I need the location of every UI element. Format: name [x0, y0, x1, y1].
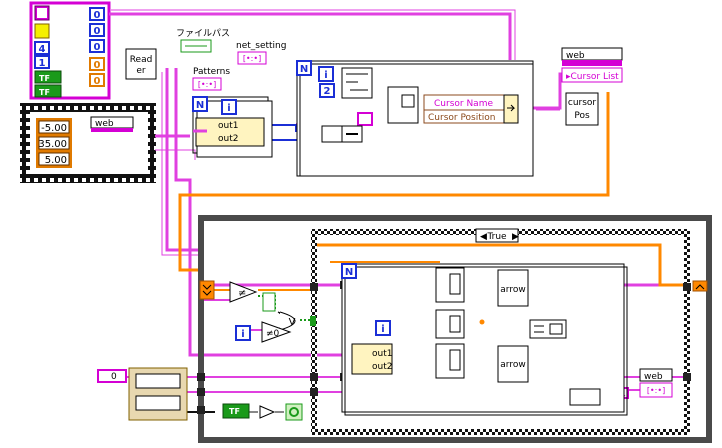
loop-N-lower: N	[345, 267, 353, 278]
neq-zero-node[interactable]: ≠0	[261, 321, 292, 343]
array-right-val-4: 0	[94, 76, 101, 87]
tf-constant[interactable]: TF	[222, 403, 250, 419]
array-right-val-3: 0	[94, 60, 101, 71]
const-2: 2	[324, 86, 331, 97]
arrow-top-label: arrow	[500, 285, 525, 295]
file-path-label: ファイルパス	[176, 28, 230, 39]
cursor-list-label: ▸Cursor List	[566, 72, 619, 82]
index-constant[interactable]: 0	[97, 369, 127, 383]
web-cursor-list-indicator[interactable]: web ▸Cursor List	[561, 47, 623, 83]
loop-i-case: i	[241, 329, 244, 340]
out2-label: out2	[218, 134, 238, 144]
range-web-label: web	[95, 119, 114, 129]
array-right-val-2: 0	[94, 42, 101, 53]
or-label: V	[289, 317, 296, 328]
svg-text:[•:•]: [•:•]	[198, 80, 216, 89]
loop-i-big: i	[324, 70, 327, 81]
file-path-constant[interactable]: ファイルパス	[176, 28, 230, 53]
neq-zero-label: ≠0	[266, 329, 280, 339]
svg-text:[•:•]: [•:•]	[647, 386, 665, 395]
cursor-name-label: Cursor Name	[434, 99, 493, 109]
web-top-label: web	[566, 51, 585, 61]
cursor-pos-node[interactable]: cursor Pos	[565, 92, 599, 126]
range-val-2: 5.00	[45, 155, 67, 166]
tf-const-label: TF	[229, 407, 240, 416]
bool-label-1: TF	[39, 88, 50, 97]
cursor-pos-line2: Pos	[574, 111, 590, 121]
cursor-pos-line1: cursor	[568, 98, 597, 108]
for-loop-upper-small[interactable]: N i out1 out2	[192, 96, 273, 158]
svg-text:▶: ▶	[512, 232, 519, 242]
array-left-val-1: 1	[39, 58, 46, 69]
not-node[interactable]	[259, 405, 276, 419]
cursor-position-label: Cursor Position	[428, 113, 496, 123]
not-equal-node[interactable]: ≠	[229, 281, 258, 303]
array-right-val-1: 0	[94, 26, 101, 37]
patterns-label: Patterns	[193, 67, 230, 77]
array-right-val-0: 0	[94, 10, 101, 21]
svg-text:≠: ≠	[238, 288, 246, 299]
patterns-node[interactable]: Patterns [•:•]	[192, 67, 230, 91]
loop-N-big: N	[300, 64, 308, 75]
bool-label-0: TF	[39, 74, 50, 83]
for-loop-upper-big[interactable]: N i 2 Cursor Name Cursor Position	[296, 60, 534, 177]
reader-node[interactable]: Read er	[125, 48, 157, 80]
or-node[interactable]: V	[277, 311, 296, 331]
svg-text:◀: ◀	[480, 232, 487, 242]
range-cluster-control[interactable]: -5.00 35.00 5.00 web	[20, 103, 156, 183]
web-bottom-label: web	[644, 372, 663, 382]
out2-b-label: out2	[372, 362, 392, 372]
i-terminal-case: i	[235, 325, 251, 341]
for-loop-lower[interactable]: N i out1 out2 arrow arrow	[341, 263, 628, 416]
range-val-1: 35.00	[38, 139, 67, 150]
index-const-val: 0	[111, 372, 117, 382]
web-bottom-indicator[interactable]: web [•:•]	[639, 368, 673, 398]
net-setting-node[interactable]: net_setting [•:•]	[236, 41, 286, 65]
loop-i-lower: i	[381, 324, 384, 335]
reader-label: Read	[130, 55, 153, 65]
range-val-0: -5.00	[41, 123, 67, 134]
green-bool-array-node	[262, 292, 276, 312]
array-cluster-control[interactable]: 4 1 TF TF 0 0 0 0 0	[29, 1, 111, 100]
out1-label: out1	[218, 121, 238, 131]
svg-text:er: er	[136, 66, 146, 76]
svg-text:[•:•]: [•:•]	[243, 54, 261, 63]
loop-N-upper: N	[196, 100, 204, 111]
net-setting-label: net_setting	[236, 41, 286, 51]
arrow-bottom-label: arrow	[500, 360, 525, 370]
loop-i-upper: i	[227, 103, 230, 114]
cluster-constant[interactable]	[128, 367, 188, 421]
array-left-val-0: 4	[39, 44, 46, 55]
case-structure-outer[interactable]	[198, 215, 712, 443]
case-selector-label: True	[486, 232, 507, 242]
stop-condition-icon[interactable]	[285, 403, 303, 421]
case-structure-true[interactable]: ◀ True ▶	[311, 228, 690, 435]
out1-b-label: out1	[372, 349, 392, 359]
